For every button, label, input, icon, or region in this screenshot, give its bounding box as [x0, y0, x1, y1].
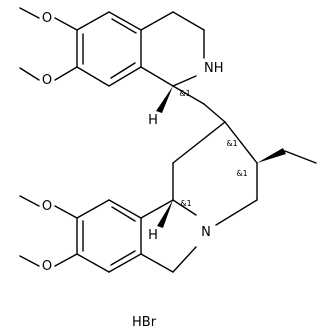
- lower-benzene-ring: [76, 199, 142, 273]
- upper-hydrogen-label: H: [148, 113, 158, 128]
- methoxy-oxygen-3: O: [42, 199, 52, 214]
- upper-saturated-ring: [140, 11, 205, 87]
- methoxy-oxygen-1: O: [42, 11, 52, 26]
- lower-stereo-hydrogen: [157, 200, 173, 228]
- stereo-label-upper: &1: [179, 89, 190, 98]
- upper-stereo-hydrogen: [156, 86, 173, 113]
- lower-middle-ring: [140, 199, 197, 273]
- amine-label: NH: [204, 61, 224, 76]
- lower-piperidine-ring: [172, 121, 258, 226]
- upper-benzene-ring: [76, 11, 142, 87]
- stereo-label-lower: &1: [180, 199, 191, 208]
- ring-nitrogen-label: N: [201, 225, 211, 240]
- ethyl-group: [257, 148, 317, 164]
- methylene-bridge: [172, 85, 226, 123]
- salt-label: HBr: [132, 315, 157, 330]
- stereo-label-bridge: &1: [226, 139, 237, 148]
- upper-methoxy-groups: [19, 7, 78, 81]
- lower-methoxy-groups: [19, 195, 78, 267]
- methoxy-oxygen-4: O: [42, 259, 52, 274]
- stereo-label-ethyl: &1: [236, 169, 247, 178]
- lower-hydrogen-label: H: [148, 228, 158, 243]
- methoxy-oxygen-2: O: [42, 73, 52, 88]
